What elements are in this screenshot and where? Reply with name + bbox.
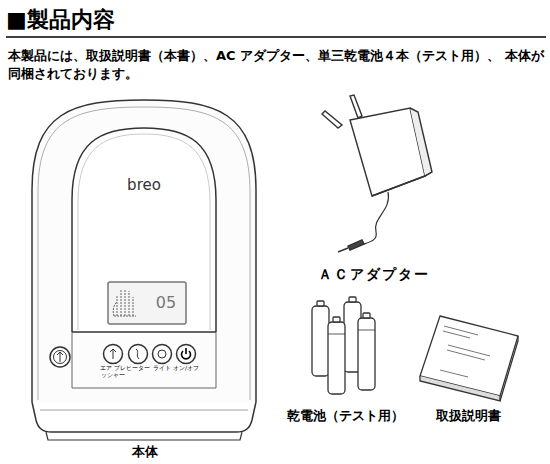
ac-adapter [322,95,432,252]
part-caption: ＡＣアダプター [304,265,444,284]
intro-text: 本製品には、取扱説明書（本書）、AC アダプター、単三乾電池４本（テスト用）、 … [8,47,548,82]
button-label: オン/オフ [172,365,200,372]
button-label: ライト [149,365,175,372]
button-label: ヒーター [125,365,151,372]
instruction-manual [420,316,518,401]
part-caption: 取扱説明書 [418,407,518,425]
brand-logo: breo [114,175,174,195]
button-label: エア プレッシャー [100,365,126,378]
title-rule [6,36,546,38]
part-caption: 本体 [115,443,175,461]
aa-batteries [312,297,375,394]
display-digits: 05 [149,292,183,314]
massager-unit [32,100,256,440]
page-title: ■製品内容 [6,6,306,34]
part-caption: 乾電池（テスト用） [275,407,415,425]
